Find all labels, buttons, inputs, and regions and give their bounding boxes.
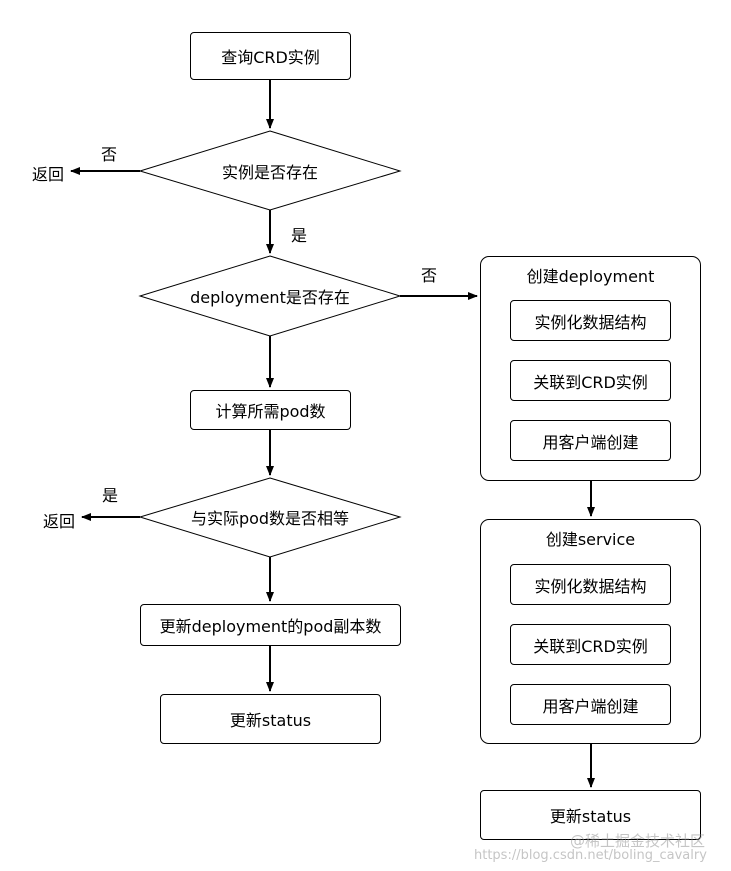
decision-deployment-exists-label: deployment是否存在 [190, 288, 350, 307]
decision-instance-exists-label: 实例是否存在 [221, 163, 318, 182]
step-update-status-right: 更新status [480, 790, 701, 840]
label-no-instance: 否 [101, 145, 118, 164]
label-return-2: 返回 [43, 512, 76, 531]
label-no-deployment: 否 [421, 266, 438, 285]
step-update-status-left: 更新status [160, 694, 381, 744]
step-compute-pods: 计算所需pod数 [190, 390, 351, 430]
label-yes-instance: 是 [291, 226, 308, 245]
create-service-step-1: 实例化数据结构 [510, 564, 671, 605]
group-create-deployment-title: 创建deployment [526, 267, 655, 286]
create-service-step-3: 用客户端创建 [510, 684, 671, 725]
step-update-replicas: 更新deployment的pod副本数 [140, 604, 401, 646]
label-yes-equal: 是 [102, 486, 119, 505]
create-service-step-2: 关联到CRD实例 [510, 624, 671, 665]
group-create-service-title: 创建service [545, 530, 636, 549]
watermark-site: @稀土掘金技术社区 [570, 832, 706, 850]
create-deployment-step-3: 用客户端创建 [510, 420, 671, 461]
label-return-1: 返回 [32, 165, 65, 184]
step-query-crd: 查询CRD实例 [190, 32, 351, 80]
watermark-url: https://blog.csdn.net/boling_cavalry [474, 848, 707, 863]
decision-pods-equal-label: 与实际pod数是否相等 [190, 509, 350, 528]
create-deployment-step-1: 实例化数据结构 [510, 300, 671, 341]
create-deployment-step-2: 关联到CRD实例 [510, 360, 671, 401]
